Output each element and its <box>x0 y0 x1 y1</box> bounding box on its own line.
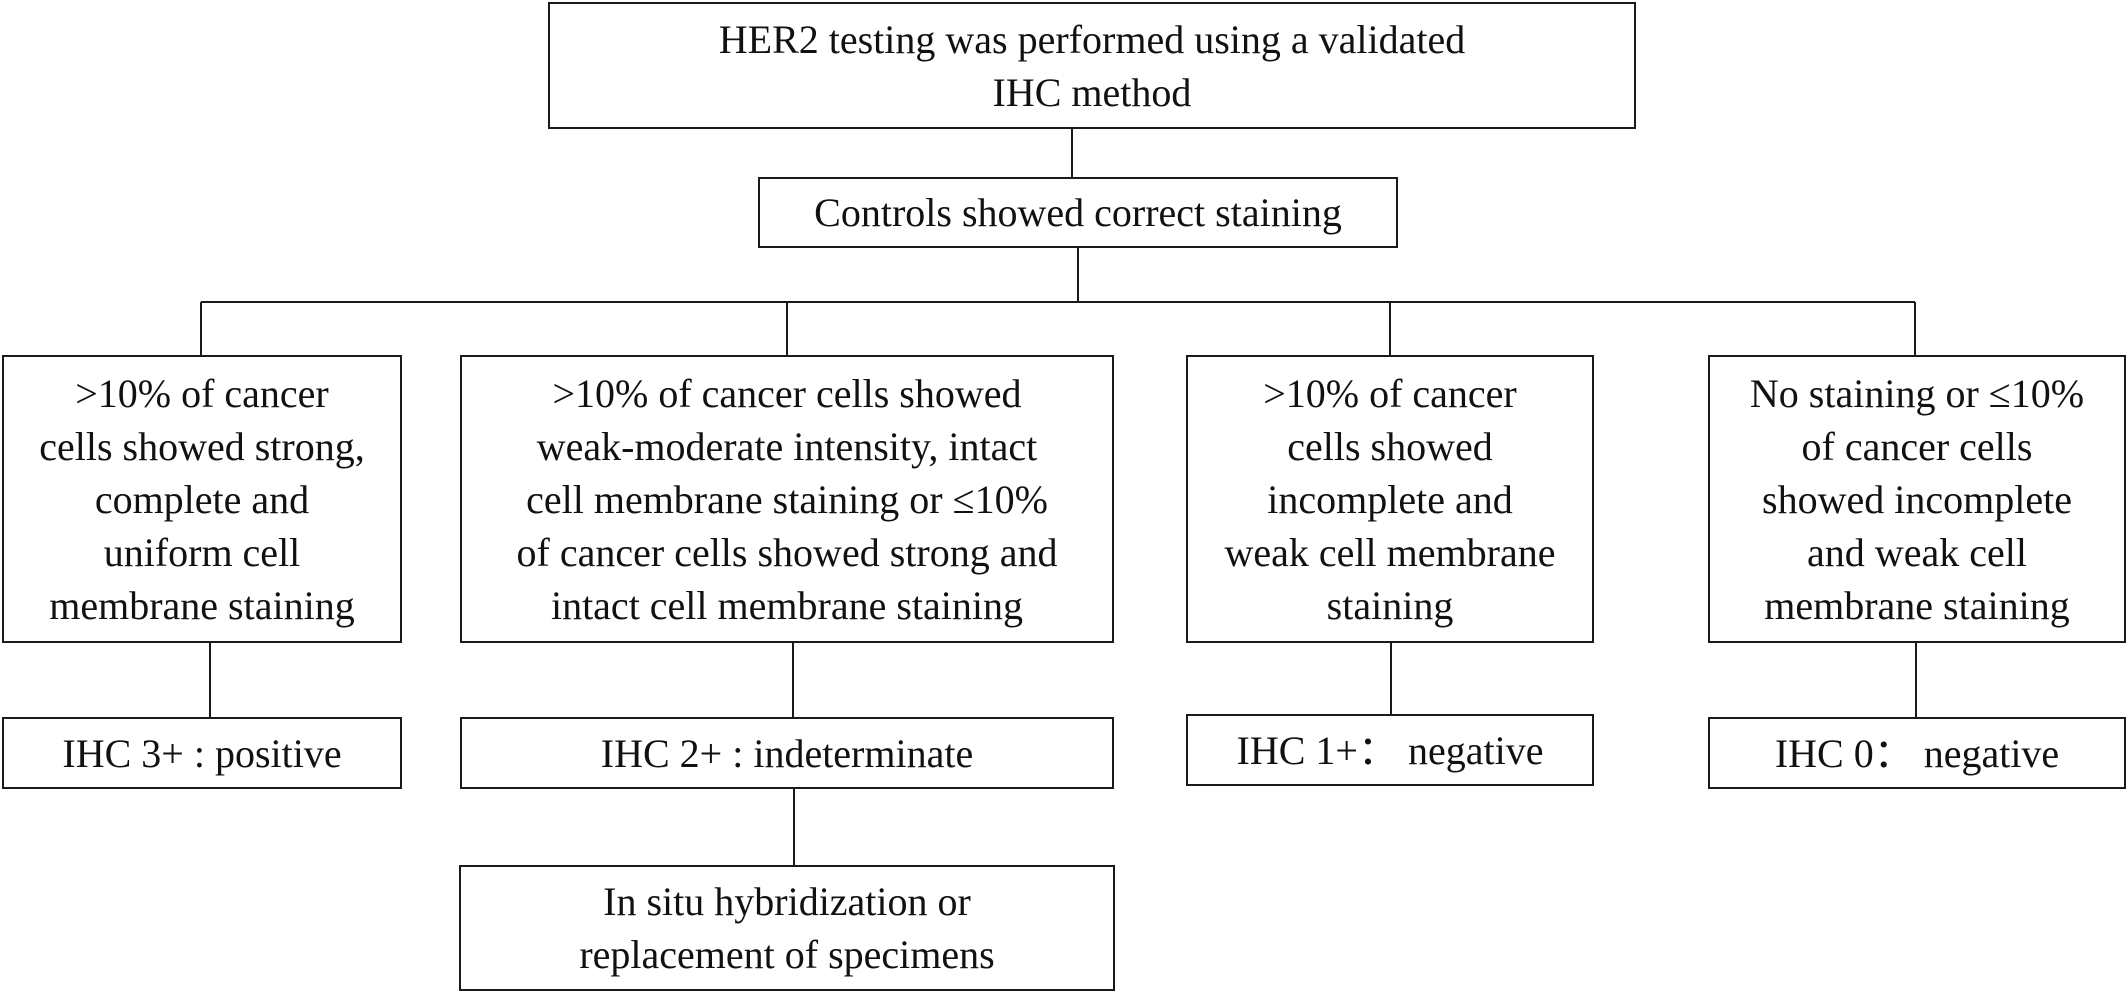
criteria-3plus-text: >10% of cancer cells showed strong, comp… <box>39 370 365 628</box>
result-1plus-text: IHC 1+： negative <box>1236 727 1544 773</box>
result-1plus-box: IHC 1+： negative <box>1186 714 1594 786</box>
result-3plus-box: IHC 3+ : positive <box>2 717 402 789</box>
controls-text: Controls showed correct staining <box>814 190 1342 235</box>
result-2plus-box: IHC 2+ : indeterminate <box>460 717 1114 789</box>
criteria-2plus-text: >10% of cancer cells showed weak-moderat… <box>516 370 1058 628</box>
controls-box: Controls showed correct staining <box>758 177 1398 248</box>
criteria-1plus-text: >10% of cancer cells showed incomplete a… <box>1224 370 1556 628</box>
followup-2plus-text: In situ hybridization or replacement of … <box>579 879 995 977</box>
result-0-box: IHC 0： negative <box>1708 717 2126 789</box>
criteria-3plus-box: >10% of cancer cells showed strong, comp… <box>2 355 402 643</box>
criteria-0-box: No staining or ≤10% of cancer cells show… <box>1708 355 2126 643</box>
result-2plus-text: IHC 2+ : indeterminate <box>600 730 974 776</box>
her2-testing-box: HER2 testing was performed using a valid… <box>548 2 1636 129</box>
result-0-text: IHC 0： negative <box>1774 730 2060 776</box>
criteria-1plus-box: >10% of cancer cells showed incomplete a… <box>1186 355 1594 643</box>
her2-testing-text: HER2 testing was performed using a valid… <box>718 16 1466 115</box>
criteria-2plus-box: >10% of cancer cells showed weak-moderat… <box>460 355 1114 643</box>
result-3plus-text: IHC 3+ : positive <box>62 730 342 776</box>
criteria-0-text: No staining or ≤10% of cancer cells show… <box>1749 370 2085 628</box>
followup-2plus-box: In situ hybridization or replacement of … <box>459 865 1115 991</box>
